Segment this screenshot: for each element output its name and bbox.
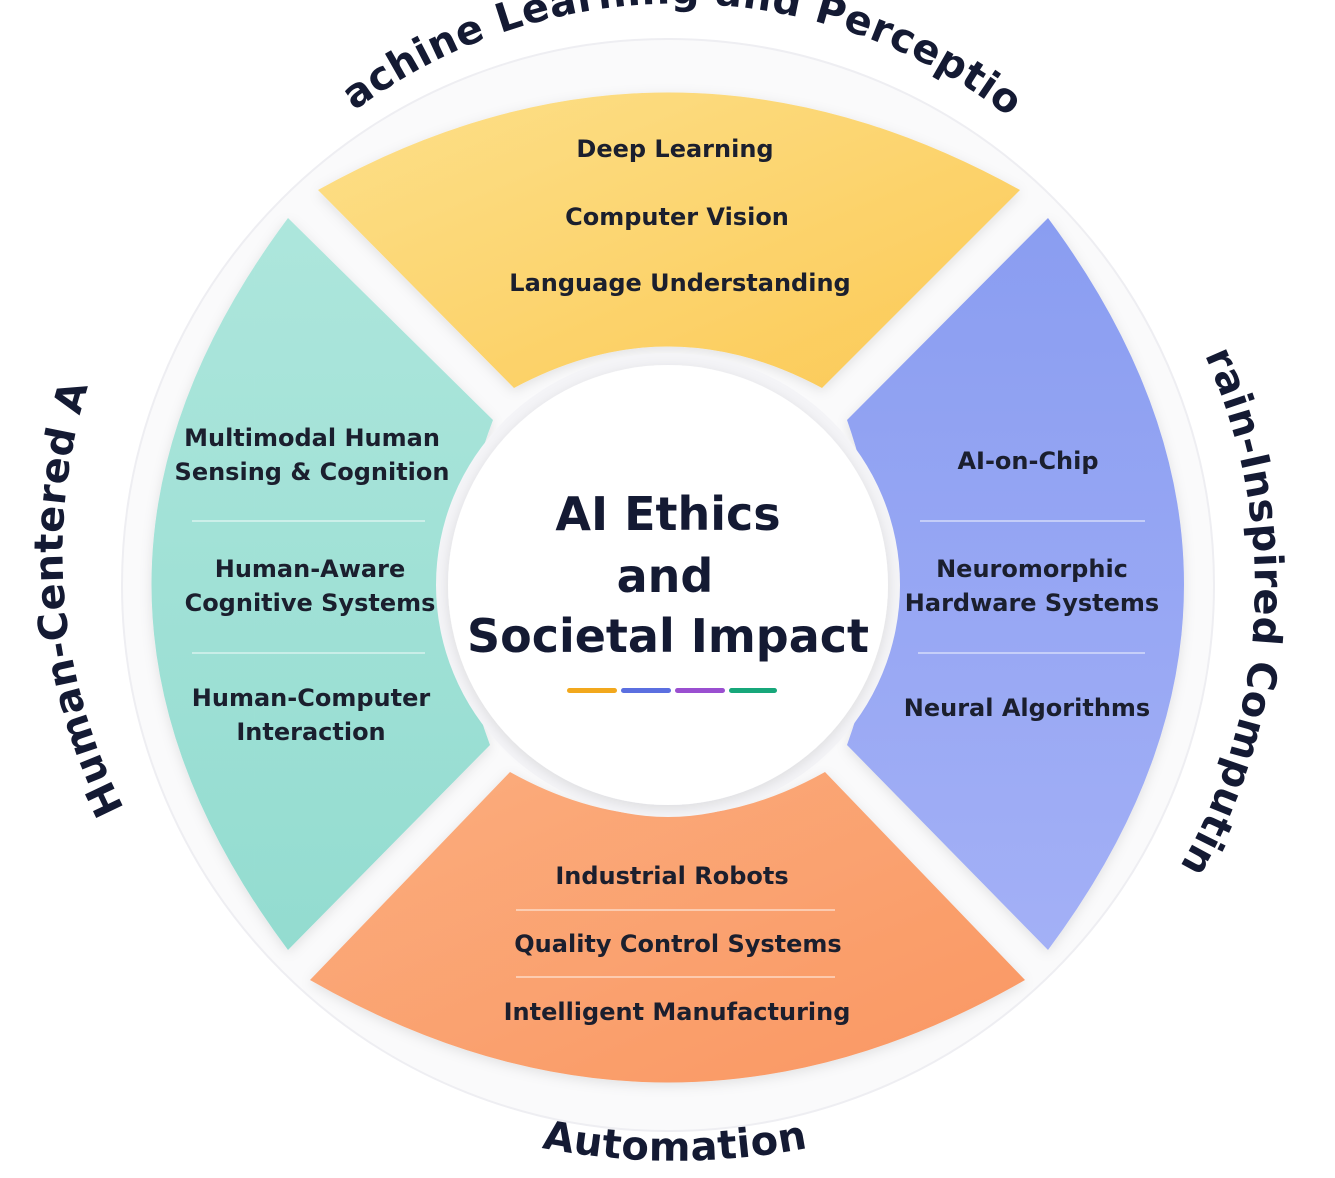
center-title-line-1: AI Ethics [555,487,780,541]
bottom-item-1: Industrial Robots [555,862,788,890]
center-title-line-2: and [617,549,714,603]
right-item-1: AI-on-Chip [957,447,1098,475]
sector-top [318,92,1020,388]
center-accent-bars [567,688,777,693]
sector-left [151,218,493,950]
center-circle [448,365,888,805]
center-title-line-3: Societal Impact [467,609,869,663]
accent-bar-3 [675,688,725,693]
accent-bar-4 [729,688,777,693]
top-item-2: Computer Vision [565,203,789,231]
bottom-item-2: Quality Control Systems [514,930,841,958]
accent-bar-2 [621,688,671,693]
accent-bar-1 [567,688,617,693]
sector-right [847,218,1184,950]
top-item-3: Language Understanding [509,269,850,297]
bottom-item-3: Intelligent Manufacturing [504,998,851,1026]
sector-title-left: Human-Centered AI [0,0,133,824]
right-item-3: Neural Algorithms [904,694,1150,722]
sector-bottom [310,772,1025,1083]
top-item-1: Deep Learning [576,135,773,163]
